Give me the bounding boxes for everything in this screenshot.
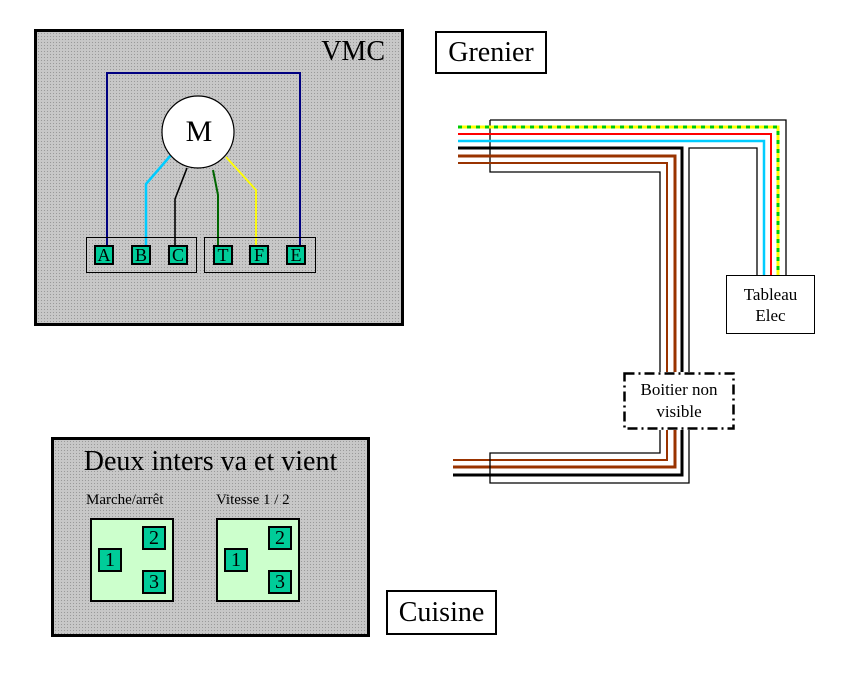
wire-a-e-loop [106,72,301,245]
wire-red [458,133,772,275]
switch-speed-terminal-1: 1 [224,548,248,572]
junction-box-line2: visible [656,402,702,421]
electrical-panel-line2: Elec [755,305,786,325]
switch-label-on-off: Marche/arrêt [86,492,164,508]
switch-speed-terminal-2: 2 [268,526,292,550]
terminal-f: F [249,245,269,265]
switch-on-off-terminal-3: 3 [142,570,166,594]
terminal-group-left [86,237,197,273]
room-label-cuisine-text: Cuisine [398,596,485,628]
vmc-title: VMC [321,36,385,67]
terminal-c: C [168,245,188,265]
wire-c [174,167,188,245]
electrical-panel-box: Tableau Elec [726,275,815,334]
switch-speed-terminal-3: 3 [268,570,292,594]
switch-label-speed: Vitesse 1 / 2 [216,492,290,508]
terminal-t: T [213,245,233,265]
junction-box-border [623,372,735,430]
wire-brown-2 [453,162,668,461]
terminal-group-right [204,237,316,273]
sheath-top-inner-right [688,147,758,372]
sheath-top-outer [490,119,787,275]
room-label-grenier: Grenier [435,31,547,74]
wire-blue [458,139,766,275]
wire-b [144,154,172,245]
terminal-e: E [286,245,306,265]
switch-speed[interactable]: 1 2 3 [216,518,300,602]
motor-label: M [185,115,213,148]
electrical-panel-line1: Tableau [743,284,798,304]
motor-circle [161,95,235,169]
wire-brown-1 [453,154,677,469]
room-label-cuisine: Cuisine [386,590,497,635]
vmc-panel: VMC [34,29,404,326]
switch-panel-title: Deux inters va et vient [83,446,338,477]
sheath-bottom-inner [489,430,690,484]
junction-box: Boitier non visible [623,372,735,430]
wire-earth-yellow [458,125,780,275]
junction-box-line1: Boitier non [640,380,718,399]
terminal-b: B [131,245,151,265]
room-label-grenier-text: Grenier [448,36,534,68]
switch-on-off[interactable]: 1 2 3 [90,518,174,602]
switch-on-off-terminal-1: 1 [98,548,122,572]
sheath-top-inner-left [489,120,661,372]
wire-f [225,156,257,245]
switch-panel: Deux inters va et vient Marche/arrêt Vit… [51,437,370,637]
wire-t [212,169,219,245]
terminal-a: A [94,245,114,265]
wire-black [453,146,684,477]
switch-on-off-terminal-2: 2 [142,526,166,550]
